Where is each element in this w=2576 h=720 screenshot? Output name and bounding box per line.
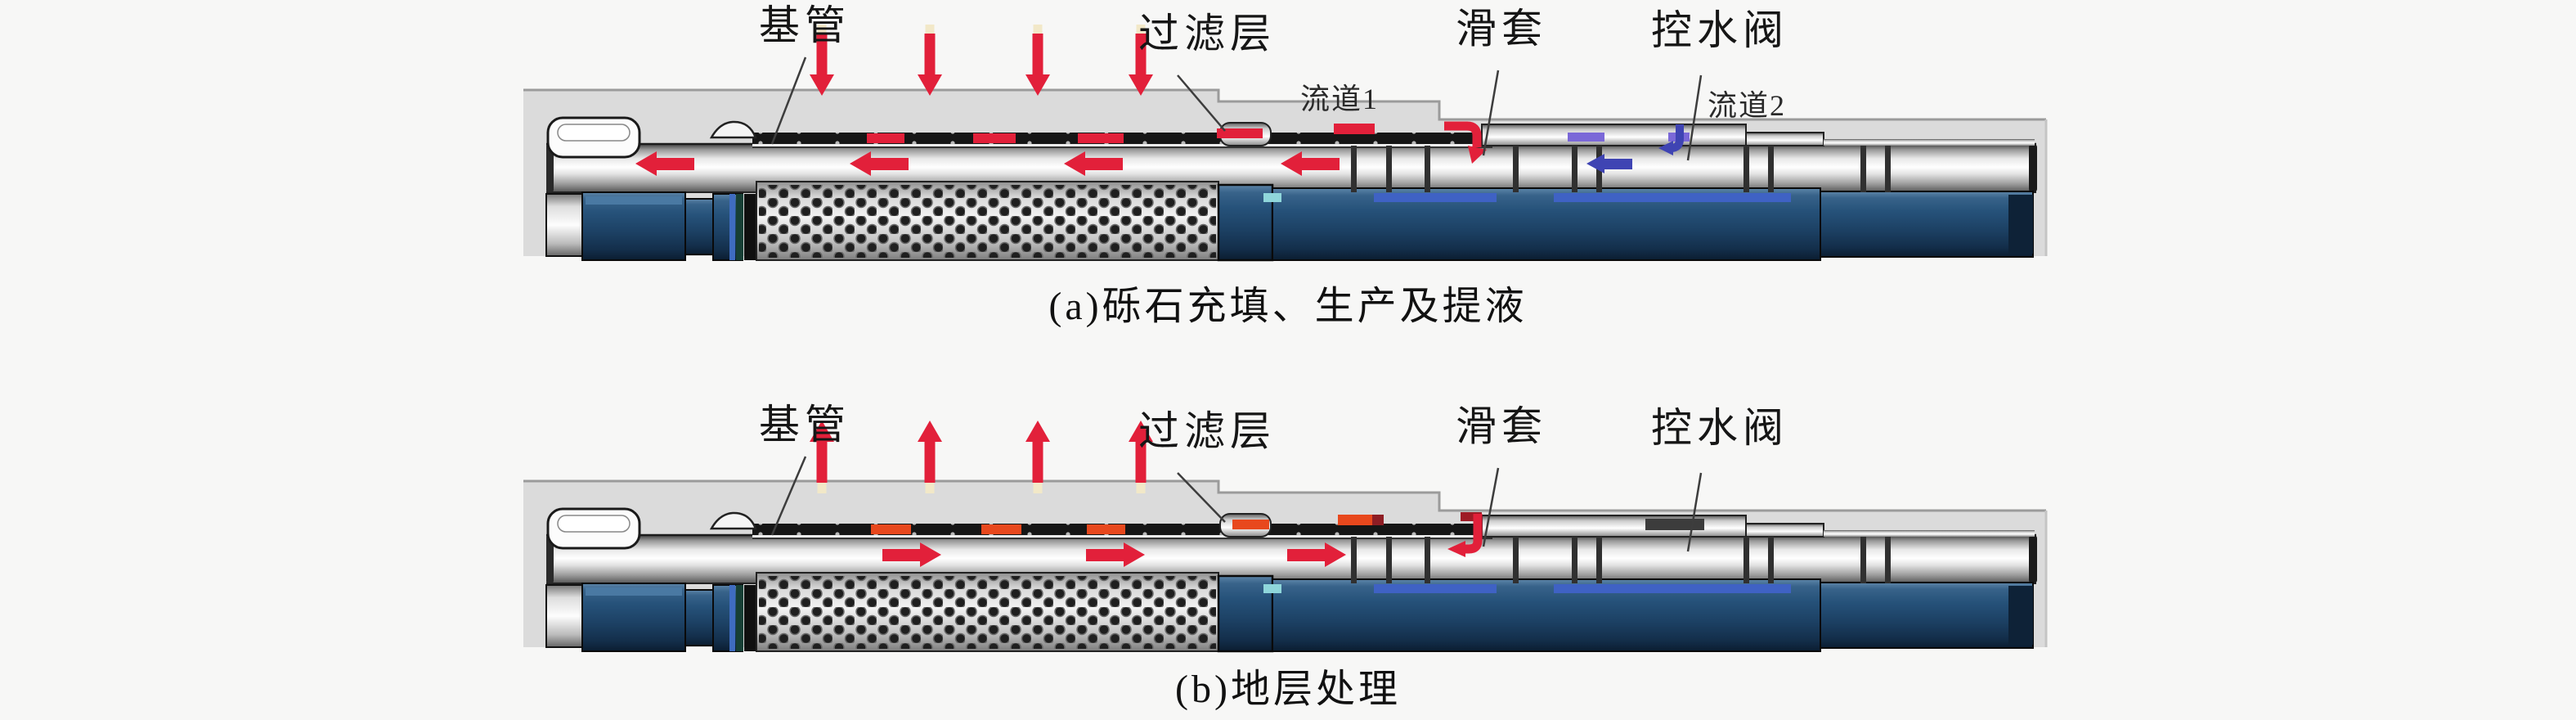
lower-housing-row [545,191,756,261]
pipe-flow-arrows [882,542,1346,567]
figure-b: 基管 过滤层 滑套 控水阀 [523,391,2053,673]
channel2-flow-arrows [1568,124,1690,173]
caption-figure-b: (b)地层处理 [1175,668,1401,711]
sliding-sleeve-section [1351,124,2035,192]
label-sliding-sleeve: 滑套 [1456,403,1547,449]
formation-inflow-arrows [810,25,1153,96]
label-sliding-sleeve: 滑套 [1456,6,1547,52]
sliding-sleeve-section [1351,515,2035,583]
label-water-control-valve: 控水阀 [1651,7,1788,53]
tool-schematic-b [523,421,2048,653]
label-base-pipe: 基管 [759,2,850,48]
annulus-flow-dashes [867,124,1375,143]
label-channel-1: 流道1 [1300,83,1380,115]
filter-layer-strip [752,524,1492,539]
channel1-flow-arrow [1444,121,1487,164]
blank-pipe-section [1263,187,2034,261]
lower-housing-row [545,583,756,652]
label-water-control-valve: 控水阀 [1651,405,1788,451]
water-control-valve-closed [1645,519,1704,530]
pipe-flow-arrows [635,151,1340,176]
label-filter-layer: 过滤层 [1138,408,1276,454]
caption-figure-a: (a)砾石充填、生产及提液 [1048,285,1528,328]
leader-lines [770,56,1703,161]
perforated-screen-section [756,181,1274,262]
formation-outflow-arrows [810,421,1153,493]
channel1-flow-arrow [1447,512,1483,557]
end-connector [546,507,1272,550]
tool-schematic-a [523,25,2048,262]
annulus-flow-dashes [871,515,1384,534]
label-base-pipe: 基管 [759,402,850,448]
label-channel-2: 流道2 [1708,89,1787,122]
figure-a: 基管 过滤层 滑套 控水阀 流道1 流道2 [523,0,2053,282]
leader-lines [770,456,1703,552]
label-filter-layer: 过滤层 [1138,11,1276,56]
blank-pipe-section [1263,578,2034,652]
perforated-screen-section [756,572,1274,653]
